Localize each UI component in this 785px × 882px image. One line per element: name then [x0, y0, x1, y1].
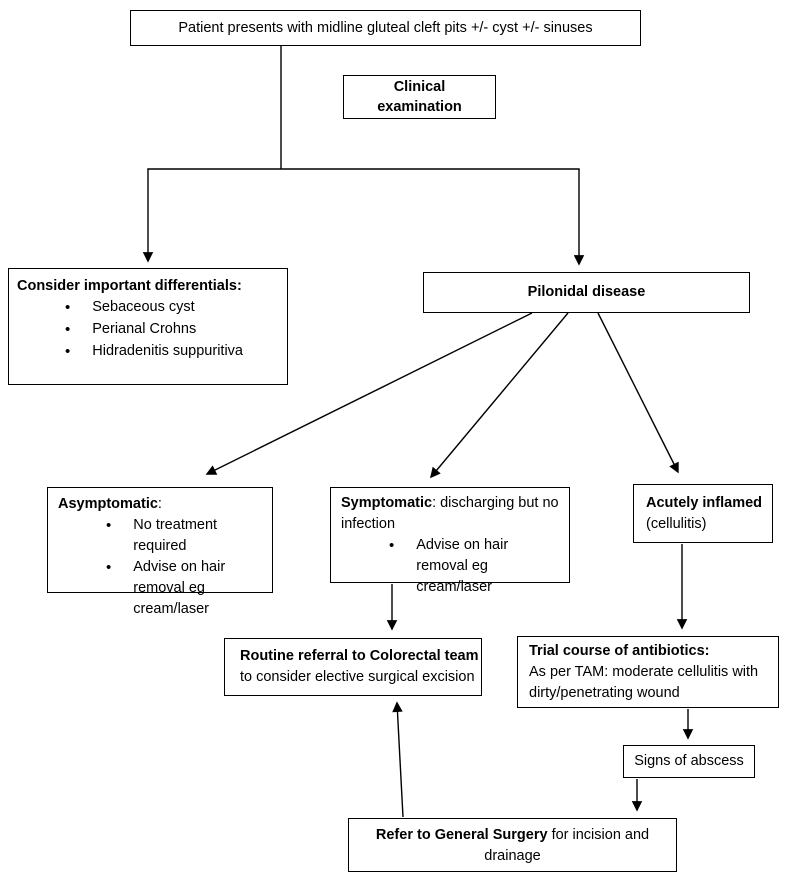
- node-antibiotics-body-line2: dirty/penetrating wound: [529, 684, 680, 701]
- node-antibiotics-title: Trial course of antibiotics:: [529, 642, 710, 659]
- node-asymptomatic-title: Asymptomatic:: [58, 494, 266, 515]
- list-item: Hidradenitis suppuritiva: [17, 341, 279, 363]
- title-rest: : discharging but no: [432, 495, 559, 511]
- node-acutely-inflamed-title: Acutely inflamed: [646, 494, 763, 511]
- bullet-icon: [389, 535, 394, 598]
- bullet-icon: [65, 341, 70, 363]
- node-symptomatic: Symptomatic: discharging but no infectio…: [330, 487, 570, 595]
- node-asymptomatic: Asymptomatic: No treatment required Advi…: [47, 487, 273, 617]
- node-general-surgery-line1: Refer to General Surgery for incision an…: [349, 825, 676, 846]
- arrow-pilonidal-to-symptomatic: [429, 312, 569, 479]
- node-routine-referral: Routine referral to Colorectal team to c…: [224, 638, 482, 696]
- title-bold: Symptomatic: [341, 495, 433, 511]
- node-antibiotics-body-line1: As per TAM: moderate cellulitis with: [529, 663, 759, 680]
- node-acutely-inflamed: Acutely inflamed (cellulitis): [633, 484, 773, 543]
- node-symptomatic-title-line2: infection: [341, 516, 396, 532]
- node-symptomatic-title: Symptomatic: discharging but no: [341, 493, 563, 514]
- node-differentials: Consider important differentials: Sebace…: [8, 268, 288, 385]
- bullet-icon: [106, 557, 111, 620]
- node-clinical-examination: Clinical examination: [343, 75, 496, 119]
- list-item: Perianal Crohns: [17, 319, 279, 341]
- list-item-text: Advise on hair removal eg cream/laser: [133, 559, 226, 617]
- list-item-text: Sebaceous cyst: [92, 299, 195, 315]
- node-general-surgery: Refer to General Surgery for incision an…: [348, 818, 677, 872]
- node-pilonidal-disease: Pilonidal disease: [423, 272, 750, 313]
- list-item-text: Hidradenitis suppuritiva: [92, 343, 243, 359]
- title-bold: Refer to General Surgery: [375, 827, 548, 843]
- node-signs-of-abscess-text: Signs of abscess: [634, 753, 744, 769]
- node-general-surgery-line2: drainage: [484, 848, 541, 864]
- list-item: Advise on hair removal eg cream/laser: [341, 535, 563, 598]
- node-patient-presents: Patient presents with midline gluteal cl…: [130, 10, 641, 46]
- node-clinical-examination-text: Clinical examination: [377, 79, 462, 115]
- node-routine-referral-title: Routine referral to Colorectal team: [240, 648, 479, 664]
- list-item: Advise on hair removal eg cream/laser: [58, 557, 266, 620]
- arrow-pilonidal-to-acutely-inflamed: [597, 312, 679, 474]
- list-item: Sebaceous cyst: [17, 297, 279, 319]
- title-bold: Asymptomatic: [58, 496, 158, 512]
- node-acutely-inflamed-subtitle: (cellulitis): [646, 515, 707, 532]
- list-item-text: No treatment required: [133, 517, 218, 554]
- node-routine-referral-subtitle: to consider elective surgical excision: [240, 669, 475, 685]
- node-differentials-title: Consider important differentials:: [17, 278, 242, 294]
- node-signs-of-abscess: Signs of abscess: [623, 745, 755, 778]
- bullet-icon: [106, 515, 111, 557]
- list-item: No treatment required: [58, 515, 266, 557]
- title-rest: for incision and: [547, 827, 650, 843]
- list-item-text: Perianal Crohns: [92, 321, 197, 337]
- title-rest: :: [157, 496, 162, 512]
- arrow-general-surgery-to-routine-referral: [392, 701, 404, 818]
- node-patient-presents-text: Patient presents with midline gluteal cl…: [178, 19, 593, 36]
- list-item-text: Advise on hair removal eg cream/laser: [416, 537, 509, 595]
- node-antibiotics: Trial course of antibiotics: As per TAM:…: [517, 636, 779, 708]
- node-pilonidal-disease-text: Pilonidal disease: [527, 284, 646, 300]
- bullet-icon: [65, 319, 70, 341]
- bullet-icon: [65, 297, 70, 319]
